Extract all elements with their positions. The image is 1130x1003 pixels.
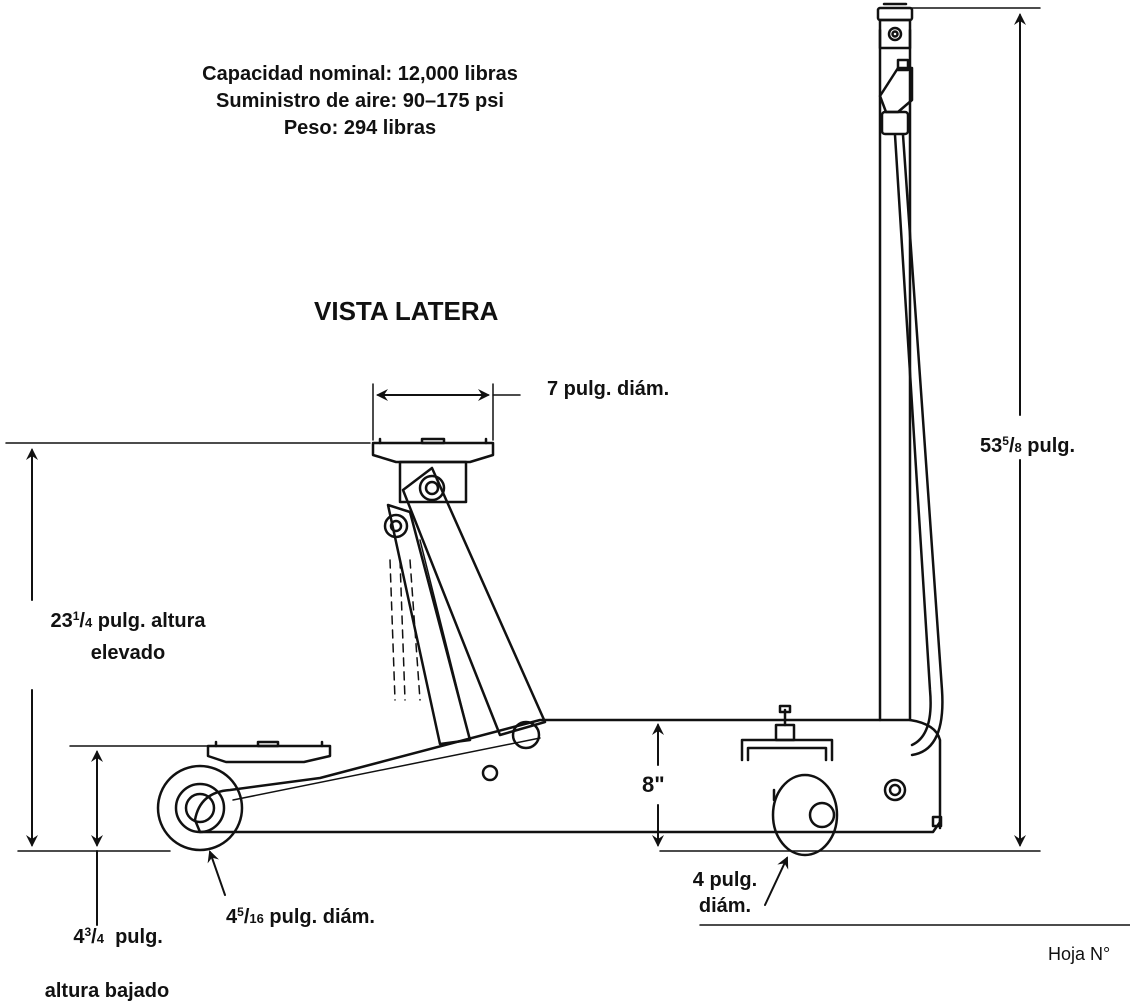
jack-frame [193, 718, 943, 834]
caster-wheel [740, 704, 839, 857]
front-wheel-numerator: 5 [237, 905, 244, 919]
spec-capacity: Capacidad nominal: 12,000 libras [202, 63, 518, 85]
sheet-number-label: Hoja N° [1048, 944, 1111, 964]
overall-height-unit: pulg. [1021, 435, 1076, 457]
extension-lines [5, 7, 1130, 926]
lowered-height-unit: pulg. [103, 926, 163, 948]
raised-height-whole: 23 [50, 610, 73, 632]
view-title: VISTA LATERA [314, 296, 499, 326]
spec-air-supply: Suministro de aire: 90–175 psi [216, 90, 504, 112]
front-wheel-unit: pulg. diám. [263, 906, 375, 928]
raised-height-label: 231/4 pulg. altura elevado [8, 604, 248, 665]
lowered-saddle [206, 740, 332, 764]
raised-saddle [371, 437, 495, 504]
lowered-height-denominator: 4 [96, 931, 104, 946]
overall-height-numerator: 5 [1002, 434, 1009, 448]
lowered-height-whole: 4 [73, 926, 85, 948]
lift-arm [383, 466, 547, 746]
overall-height-denominator: 8 [1014, 440, 1022, 455]
caster-wheel-line2: diám. [698, 895, 752, 917]
spec-weight: Peso: 294 libras [283, 117, 437, 139]
front-wheel-whole: 4 [226, 906, 238, 928]
saddle-diameter-label: 7 pulg. diám. [547, 378, 670, 400]
front-wheel-denominator: 16 [249, 911, 264, 926]
frame-height-label: 8" [642, 772, 665, 797]
dimension-arrows [26, 12, 1026, 926]
jack-handle [876, 2, 944, 757]
raised-height-unit: pulg. altura [92, 610, 206, 632]
overall-height-whole: 53 [980, 435, 1003, 457]
caster-wheel-label: 4 pulg. diám. [670, 868, 780, 918]
front-wheel-diameter-label: 45/16 pulg. diám. [226, 905, 375, 928]
raised-height-denominator: 4 [84, 615, 93, 630]
front-wheel [156, 764, 244, 852]
overall-height-label: 535/8 pulg. [980, 434, 1076, 457]
raised-height-line2: elevado [90, 642, 166, 664]
jack-side-view-drawing [5, 2, 1130, 926]
lowered-height-line2: altura bajado [44, 980, 170, 1002]
lowered-height-numerator: 3 [84, 925, 92, 939]
raised-height-numerator: 1 [72, 609, 80, 623]
caster-wheel-line1: 4 pulg. [692, 869, 758, 891]
lowered-height-label: 43/4 pulg. altura bajado [22, 896, 192, 1003]
